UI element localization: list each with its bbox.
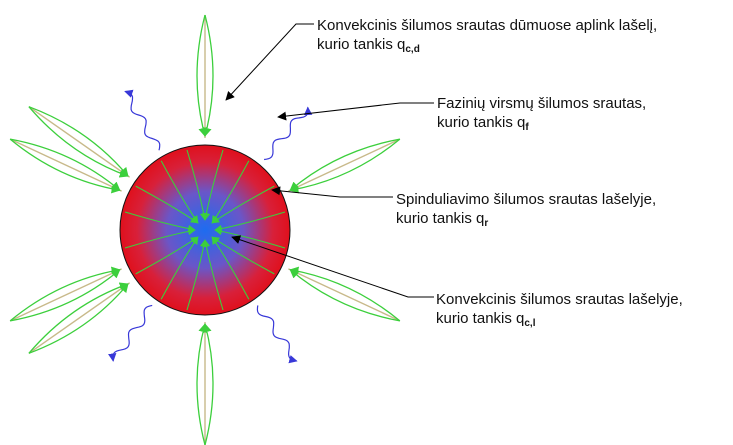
convective-smoke-arrow [28, 106, 129, 178]
heat-flux-line [288, 138, 401, 192]
convective-smoke-arrow [10, 269, 121, 322]
label-radiation-line2: kurio tankis qr [396, 210, 489, 229]
convective-droplet-arrow [124, 227, 196, 249]
phase-change-wavy-arrows [108, 89, 313, 364]
phase-change-wavy-arrow [124, 89, 161, 151]
label-radiation-line1: Spinduliavimo šilumos srautas lašelyje, [396, 191, 657, 208]
convective-smoke-arrow [289, 138, 401, 194]
convective-smoke-arrow [28, 106, 129, 177]
convective-droplet-arrow [211, 160, 250, 224]
convective-droplet-arrow [160, 236, 199, 300]
phase-change-wavy-arrow [108, 304, 153, 362]
convective-smoke-arrow [289, 266, 401, 322]
label-convective-droplet: Konvekcinis šilumos srautas lašelyje, ku… [436, 290, 683, 333]
convective-smoke-arrow [289, 269, 400, 322]
convective-smoke-arrow [202, 14, 214, 137]
convective-smoke-arrow [28, 283, 129, 354]
phase-change-wavy-arrow [264, 106, 313, 161]
phase-change-wavy-arrow [256, 305, 298, 364]
heat-flux-line [9, 138, 122, 192]
convective-droplet-arrow [135, 185, 199, 224]
label-phase-surface-line2: kurio tankis qf [437, 114, 529, 133]
leader-lines [225, 23, 434, 298]
label-convective-smoke-line1: Konvekcinis šilumos srautas dūmuose apli… [317, 17, 658, 34]
label-convective-smoke: Konvekcinis šilumos srautas dūmuose apli… [317, 16, 657, 59]
convective-droplet-arrow [211, 236, 275, 275]
convective-smoke-arrow [196, 323, 208, 445]
label-convective-droplet-line1: Konvekcinis šilumos srautas lašelyje, [436, 291, 683, 308]
leader-convective-droplet [231, 235, 434, 298]
heat-flux-line [28, 282, 131, 354]
heat-flux-line [28, 106, 131, 178]
convective-flux-arrows-inside [124, 149, 286, 311]
convective-droplet-arrow [214, 211, 286, 233]
label-convective-droplet-line2: kurio tankis qc,l [436, 310, 536, 329]
convective-smoke-arrow [202, 323, 214, 445]
label-convective-smoke-line2: kurio tankis qc,d [317, 36, 420, 55]
convective-droplet-arrow [202, 239, 224, 311]
label-radiation: Spinduliavimo šilumos srautas lašelyje, … [396, 190, 656, 233]
convective-flux-arrows-outside [9, 14, 401, 445]
convective-smoke-arrow [196, 14, 208, 137]
label-phase-surface: Fazinių virsmų šilumos srautas, kurio ta… [437, 94, 646, 137]
heat-flux-line [288, 268, 401, 322]
convective-smoke-arrow [9, 138, 121, 194]
convective-smoke-arrow [10, 138, 121, 191]
leader-phase-surface [277, 102, 434, 121]
convective-droplet-arrow [186, 149, 208, 221]
convective-smoke-arrow [9, 266, 121, 322]
leader-radiation [271, 186, 393, 198]
leader-convective-smoke [225, 23, 314, 101]
droplet [119, 144, 291, 316]
convective-smoke-arrow [28, 282, 129, 354]
heat-flux-line [9, 268, 122, 322]
convective-smoke-arrow [289, 138, 400, 191]
label-phase-surface-line1: Fazinių virsmų šilumos srautas, [437, 95, 647, 112]
